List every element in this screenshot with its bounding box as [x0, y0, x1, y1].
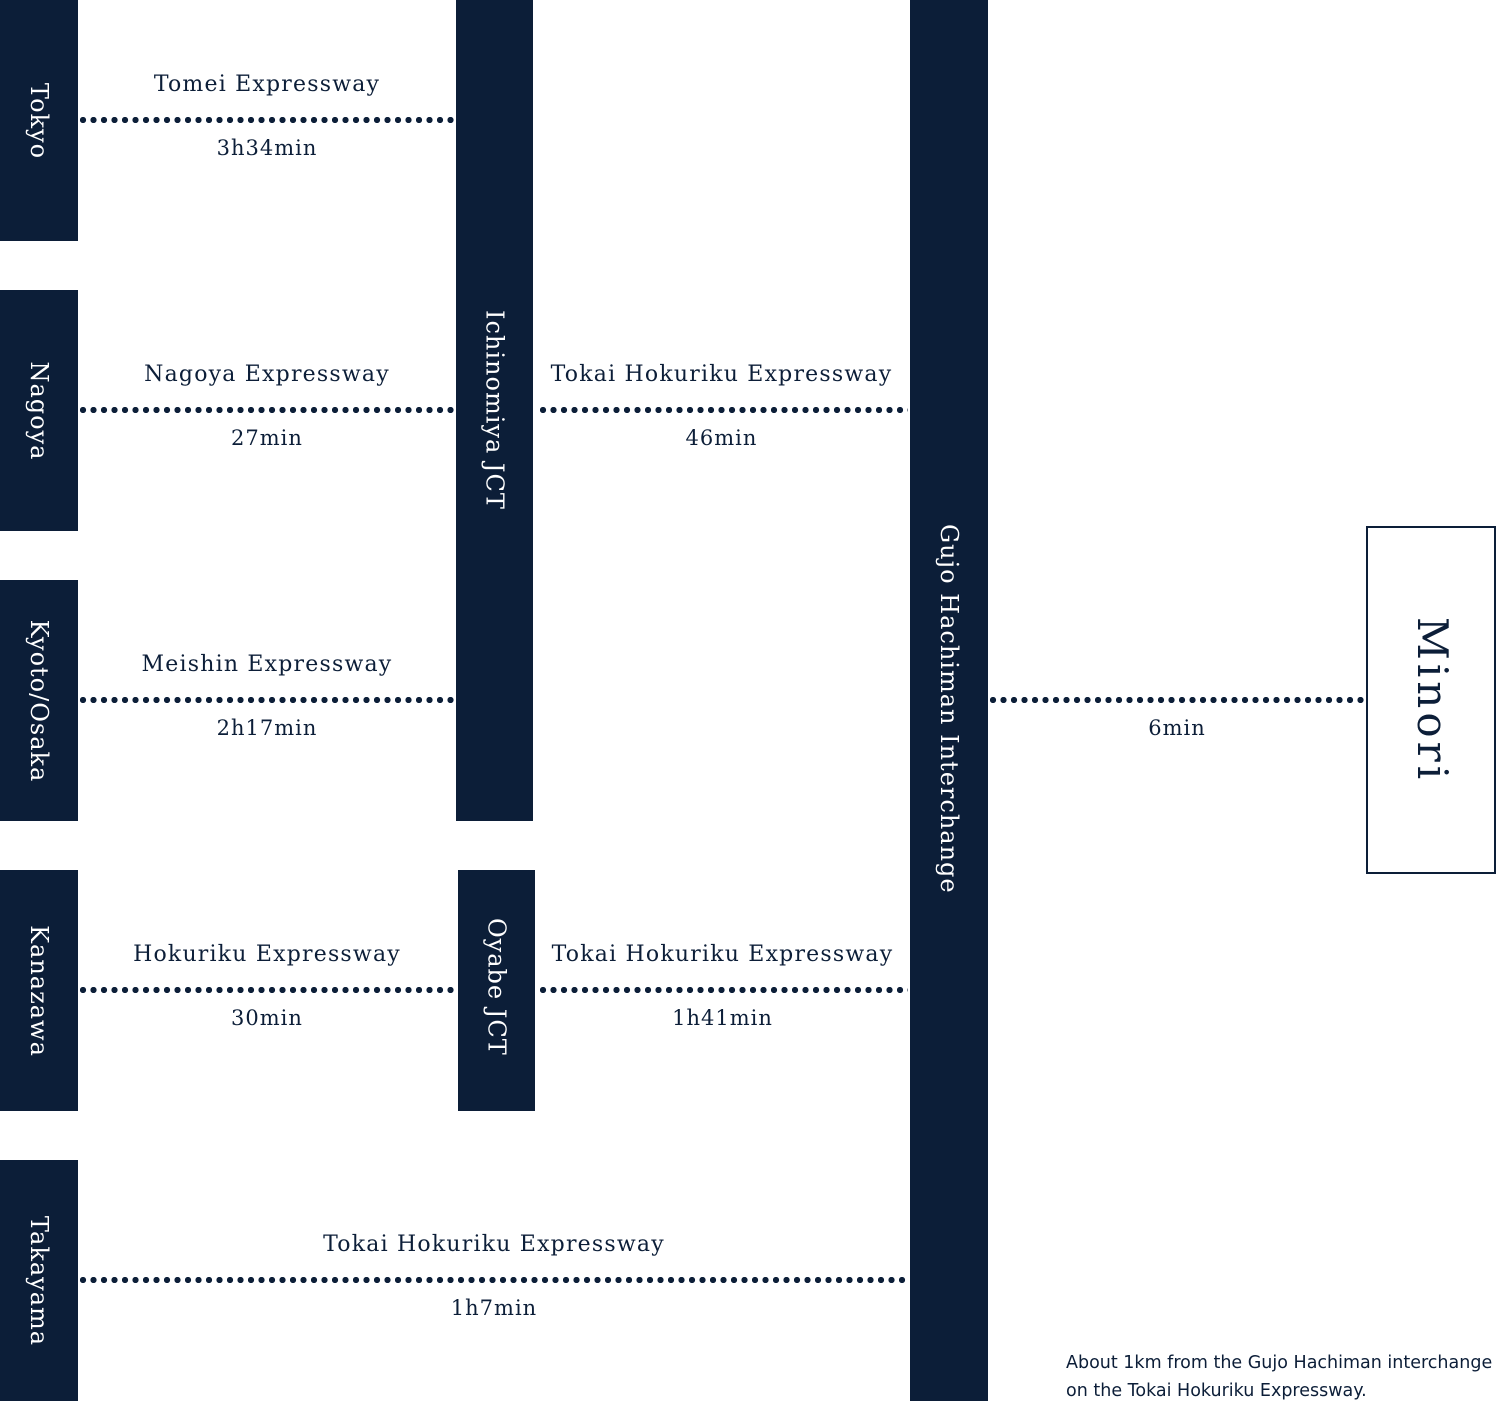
connector-kanazawa [80, 987, 454, 993]
road-label: Tokai Hokuriku Expressway [323, 1232, 665, 1257]
travel-time: 1h41min [672, 1006, 773, 1030]
road-label: Hokuriku Expressway [133, 942, 401, 967]
destination-minori: Minori [1366, 526, 1496, 874]
location-note: About 1km from the Gujo Hachiman interch… [1066, 1353, 1493, 1401]
travel-time: 1h7min [450, 1296, 538, 1320]
origin-tokyo: Tokyo [0, 0, 78, 241]
travel-time: 3h34min [216, 136, 318, 160]
road-label: Meishin Expressway [141, 652, 393, 677]
destination-label: Minori [1408, 616, 1457, 784]
origin-takayama: Takayama [0, 1160, 78, 1401]
origin-label: Kyoto/Osaka [25, 619, 53, 782]
connector-gujo-minori [990, 697, 1364, 703]
road-label: Tokai Hokuriku Expressway [551, 942, 894, 967]
road-label: Tokai Hokuriku Expressway [550, 362, 893, 387]
junction-ichinomiya: Ichinomiya JCT [456, 0, 533, 821]
interchange-gujo-hachiman: Gujo Hachiman Interchange [910, 0, 988, 1401]
travel-time: 2h17min [216, 716, 318, 740]
connector-nagoya [80, 407, 454, 413]
travel-time: 6min [1148, 716, 1206, 740]
connector-takayama [80, 1277, 908, 1283]
junction-label: Oyabe JCT [482, 918, 511, 1056]
travel-time: 30min [231, 1006, 303, 1030]
connector-kyoto [80, 697, 454, 703]
travel-time: 27min [231, 426, 303, 450]
origin-nagoya: Nagoya [0, 290, 78, 531]
origin-kanazawa: Kanazawa [0, 870, 78, 1111]
connector-ichinomiya-gujo [540, 407, 908, 413]
interchange-label: Gujo Hachiman Interchange [935, 524, 963, 894]
road-label: Tomei Expressway [153, 72, 381, 97]
origin-kyoto-osaka: Kyoto/Osaka [0, 580, 78, 821]
connector-tokyo [80, 117, 454, 123]
road-label: Nagoya Expressway [144, 362, 390, 387]
junction-label: Ichinomiya JCT [480, 310, 509, 510]
origin-label: Kanazawa [25, 924, 53, 1057]
junction-oyabe: Oyabe JCT [458, 870, 535, 1111]
origin-label: Takayama [25, 1215, 53, 1346]
connector-oyabe-gujo [540, 987, 908, 993]
origin-label: Nagoya [25, 361, 53, 460]
origin-label: Tokyo [25, 82, 53, 159]
travel-time: 46min [685, 426, 758, 450]
